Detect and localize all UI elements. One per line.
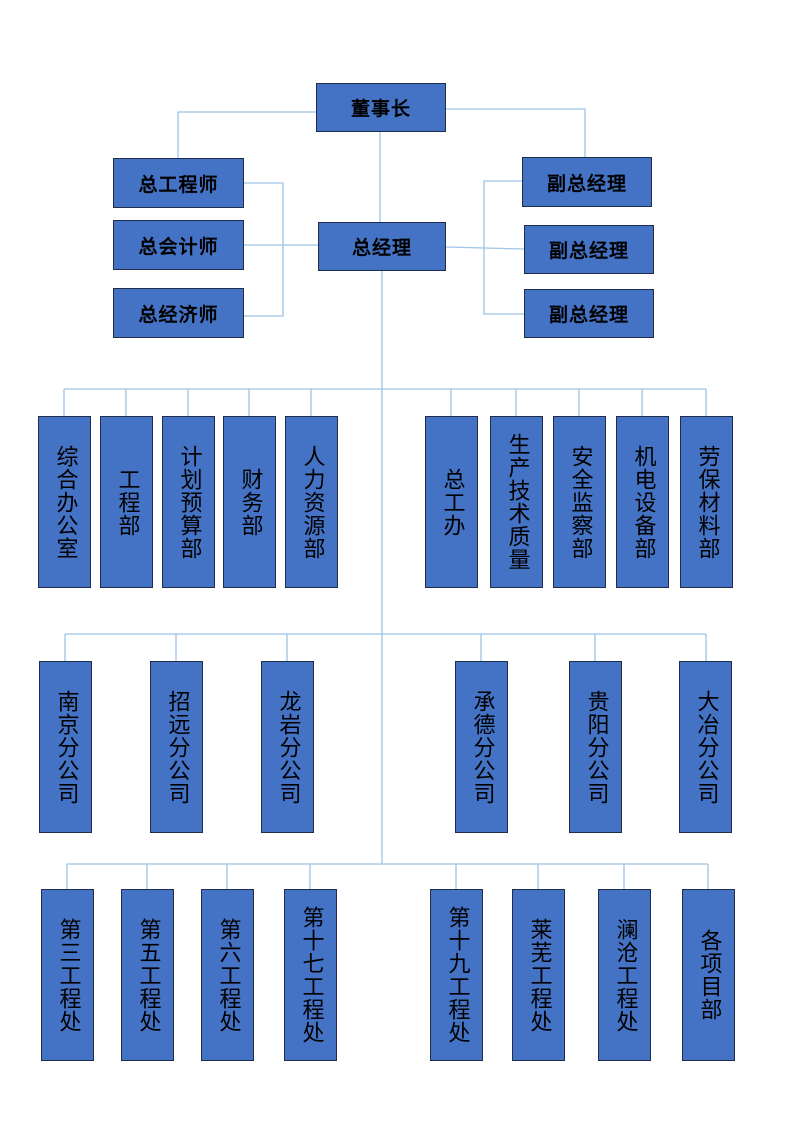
branch-guiyang[interactable]: 贵阳分公司 (569, 661, 622, 833)
branch-daye[interactable]: 大冶分公司 (679, 661, 732, 833)
dept-safety-supervision[interactable]: 安全监察部 (553, 416, 606, 588)
deputy-manager-box-1[interactable]: 副总经理 (522, 157, 652, 207)
dept-mech-electrical[interactable]: 机电设备部 (616, 416, 669, 588)
division-project-depts[interactable]: 各项目部 (682, 889, 735, 1061)
branch-longyan[interactable]: 龙岩分公司 (261, 661, 314, 833)
division-sixth[interactable]: 第六工程处 (201, 889, 254, 1061)
division-laiwu[interactable]: 莱芜工程处 (512, 889, 565, 1061)
dept-engineering[interactable]: 工程部 (100, 416, 153, 588)
division-third[interactable]: 第三工程处 (41, 889, 94, 1061)
dept-general-office[interactable]: 综合办公室 (38, 416, 91, 588)
general-manager-box[interactable]: 总经理 (318, 222, 446, 271)
chairman-box[interactable]: 董事长 (316, 83, 446, 132)
branch-chengde[interactable]: 承德分公司 (455, 661, 508, 833)
deputy-manager-box-2[interactable]: 副总经理 (524, 225, 654, 274)
dept-finance[interactable]: 财务部 (223, 416, 276, 588)
division-lancang[interactable]: 澜沧工程处 (598, 889, 651, 1061)
division-nineteenth[interactable]: 第十九工程处 (430, 889, 483, 1061)
branch-zhaoyuan[interactable]: 招远分公司 (150, 661, 203, 833)
division-fifth[interactable]: 第五工程处 (121, 889, 174, 1061)
dept-production-tech-quality[interactable]: 生产技术质量 (490, 416, 543, 588)
chief-economist-box[interactable]: 总经济师 (113, 288, 244, 338)
dept-labor-materials[interactable]: 劳保材料部 (680, 416, 733, 588)
division-seventeenth[interactable]: 第十七工程处 (284, 889, 337, 1061)
dept-chief-engineer-office[interactable]: 总工办 (425, 416, 478, 588)
branch-nanjing[interactable]: 南京分公司 (39, 661, 92, 833)
dept-planning-budget[interactable]: 计划预算部 (162, 416, 215, 588)
chief-accountant-box[interactable]: 总会计师 (113, 220, 244, 270)
dept-human-resources[interactable]: 人力资源部 (285, 416, 338, 588)
deputy-manager-box-3[interactable]: 副总经理 (524, 289, 654, 338)
chief-engineer-box[interactable]: 总工程师 (113, 158, 244, 208)
